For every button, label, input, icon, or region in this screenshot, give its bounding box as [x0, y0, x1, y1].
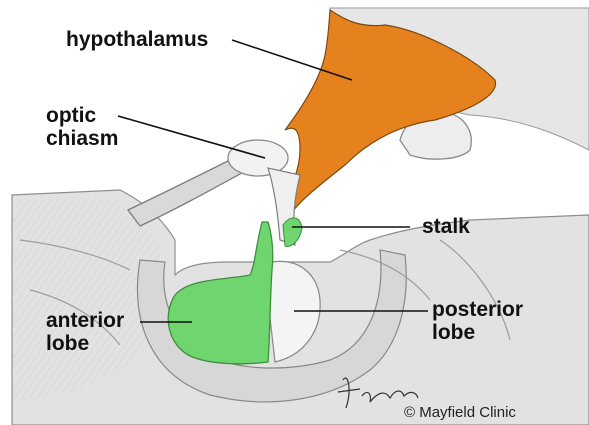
- copyright-credit: © Mayfield Clinic: [404, 404, 516, 421]
- anterior-lobe-shape: [168, 222, 273, 364]
- label-optic-chiasm: optic chiasm: [46, 104, 118, 150]
- label-anterior-lobe: anterior lobe: [46, 309, 124, 355]
- label-stalk: stalk: [422, 215, 470, 238]
- leader-optic-chiasm: [118, 116, 265, 158]
- label-posterior-lobe: posterior lobe: [432, 298, 523, 344]
- label-hypothalamus: hypothalamus: [66, 28, 208, 51]
- stalk-green-tip: [283, 218, 302, 246]
